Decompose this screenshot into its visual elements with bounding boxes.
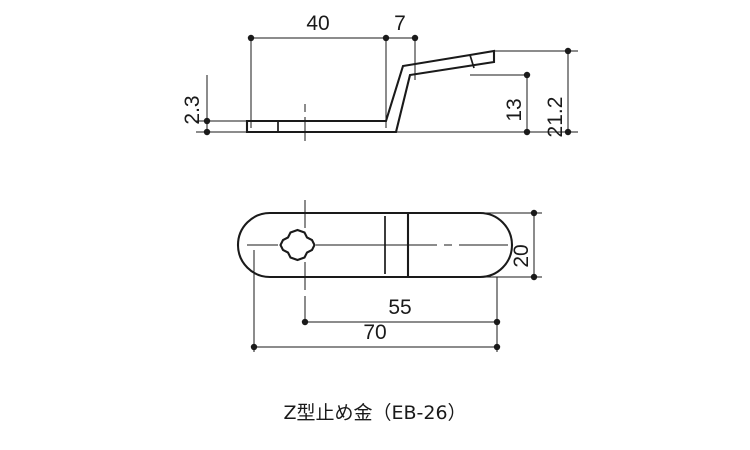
- dim-dot-70-left: [250, 343, 258, 351]
- dim-label-70: 70: [363, 321, 386, 344]
- dim-label-13: 13: [503, 98, 526, 121]
- dim-label-40: 40: [306, 12, 329, 35]
- dim-dot-55-right: [493, 318, 501, 326]
- part-flange-crease: [469, 54, 475, 69]
- dim-dot-70-right: [493, 343, 501, 351]
- dim-dot-20-top: [530, 209, 538, 217]
- dim-dot-21p2-top: [564, 47, 572, 55]
- dim-label-21p2: 21.2: [544, 97, 567, 138]
- dim-dot-21p2-bottom: [564, 128, 572, 136]
- dim-label-55: 55: [388, 296, 411, 319]
- star-hole: [279, 228, 316, 262]
- dim-dot-40-left: [247, 34, 255, 42]
- dim-dot-55-left: [301, 318, 309, 326]
- plan-view-group: 20 55 70: [236, 200, 542, 352]
- dim-dot-20-bottom: [530, 273, 538, 281]
- dim-label-7: 7: [394, 12, 406, 35]
- dim-dot-13-top: [523, 71, 531, 79]
- dim-dot-2p3-top: [203, 117, 211, 125]
- side-view-group: 40 7 2.3: [181, 12, 578, 141]
- dim-dot-7-right: [411, 34, 419, 42]
- drawing-caption: Z型止め金（EB-26）: [283, 402, 467, 424]
- dim-label-2p3: 2.3: [181, 95, 204, 124]
- dim-label-20: 20: [510, 244, 533, 267]
- part-outline-side: [245, 49, 496, 134]
- dim-dot-2p3-bottom: [203, 128, 211, 136]
